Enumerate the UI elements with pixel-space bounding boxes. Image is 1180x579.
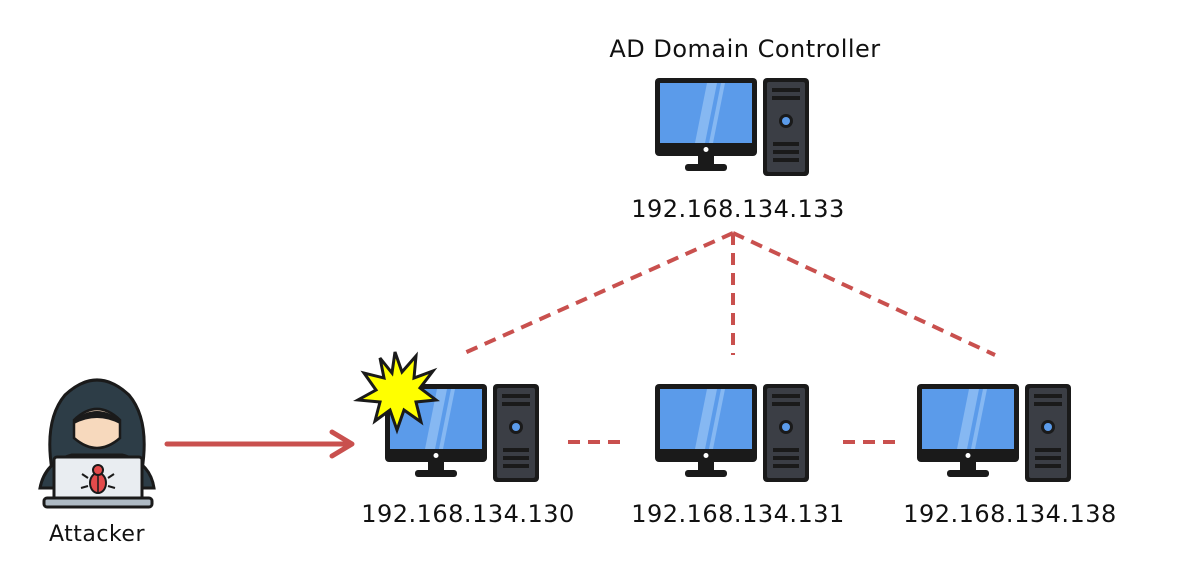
connections (459, 231, 996, 444)
host-computer-icon-138 (917, 384, 1071, 482)
attack-arrow (164, 429, 355, 459)
controller-computer-icon (655, 78, 809, 176)
controller-ip: 192.168.134.133 (631, 195, 845, 223)
host-computer-icon-131 (655, 384, 809, 482)
host-ip-131: 192.168.134.131 (631, 500, 845, 528)
hooded-hacker-icon (38, 378, 156, 509)
controller-title: AD Domain Controller (609, 35, 881, 63)
link-dc-host-138 (732, 231, 996, 357)
compromise-burst-icon (353, 351, 440, 435)
link-dc-host-130 (459, 231, 734, 357)
host-ip-138: 192.168.134.138 (903, 500, 1117, 528)
attacker-label: Attacker (48, 522, 146, 547)
host-ip-130: 192.168.134.130 (361, 500, 575, 528)
